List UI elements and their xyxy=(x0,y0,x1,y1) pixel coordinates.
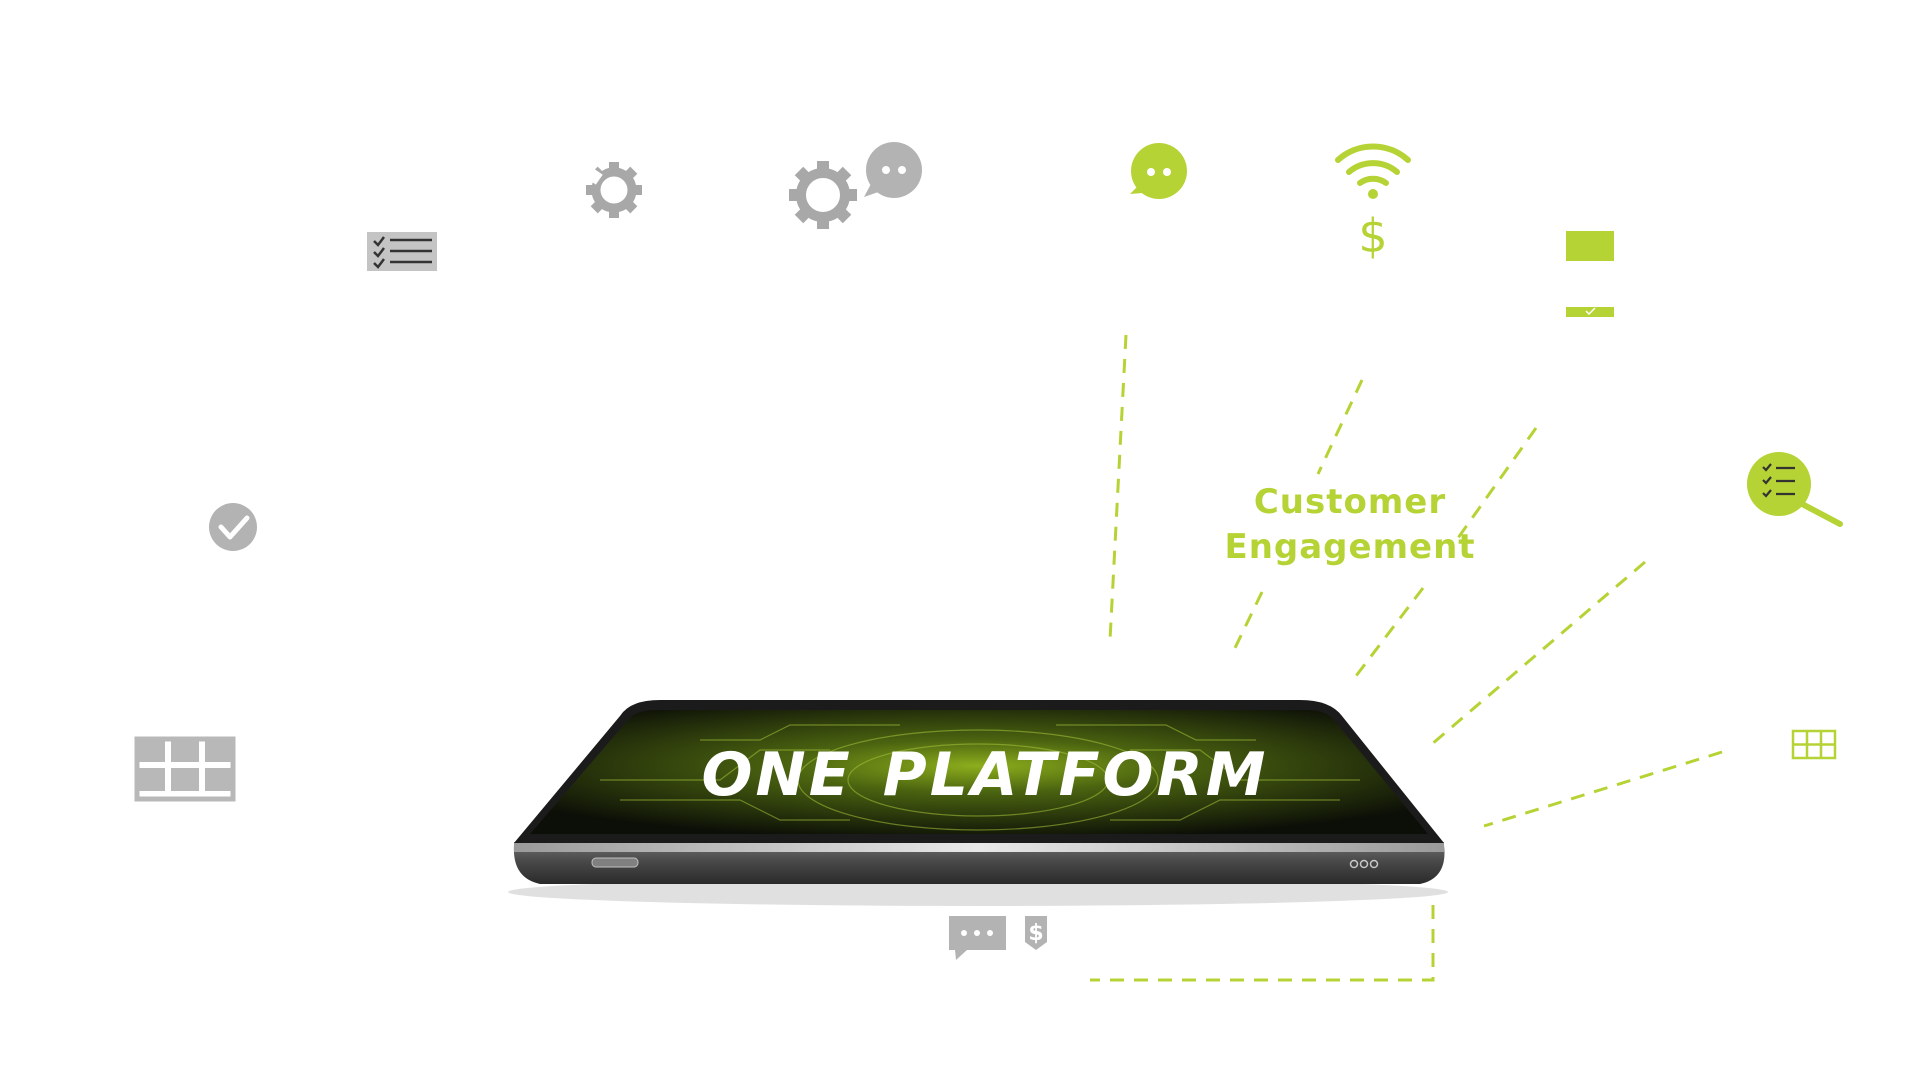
connector-line xyxy=(1354,587,1425,677)
connector-line xyxy=(1232,591,1264,651)
chat-dollar-icon: $ xyxy=(949,916,1047,960)
brand-word-platform: PLATFORM xyxy=(882,740,1269,810)
form-checkbox-icon xyxy=(1566,231,1614,317)
wifi-dollar-icon: $ xyxy=(1335,143,1411,263)
phone-device xyxy=(508,700,1448,906)
home-button xyxy=(591,857,639,868)
customer-engagement-caption: Customer Engagement xyxy=(1180,480,1520,570)
brand-word-one: ONE xyxy=(701,740,853,810)
grid-icon xyxy=(134,736,236,802)
circuit-pattern xyxy=(600,724,1360,831)
svg-text:$: $ xyxy=(1028,921,1043,946)
gear-icon xyxy=(584,162,642,218)
connector-lines xyxy=(1090,334,1723,982)
gear-chat-icon xyxy=(789,142,922,229)
check-circle-icon xyxy=(209,503,257,551)
speaker-dots xyxy=(1349,859,1379,869)
caption-line-2: Engagement xyxy=(1224,527,1476,567)
connector-line xyxy=(1090,905,1435,982)
caption-line-1: Customer xyxy=(1253,482,1447,522)
phone-screen xyxy=(530,710,1428,834)
connector-line xyxy=(1316,379,1364,475)
checklist-icon xyxy=(367,232,437,271)
connector-line xyxy=(1483,750,1723,828)
grid-small-icon xyxy=(1791,729,1837,760)
svg-text:$: $ xyxy=(1358,209,1387,263)
checklist-magnifier-icon xyxy=(1747,452,1843,527)
chat-bubble-icon xyxy=(1130,143,1187,199)
connector-line xyxy=(1431,560,1646,746)
connector-line xyxy=(1108,334,1128,641)
